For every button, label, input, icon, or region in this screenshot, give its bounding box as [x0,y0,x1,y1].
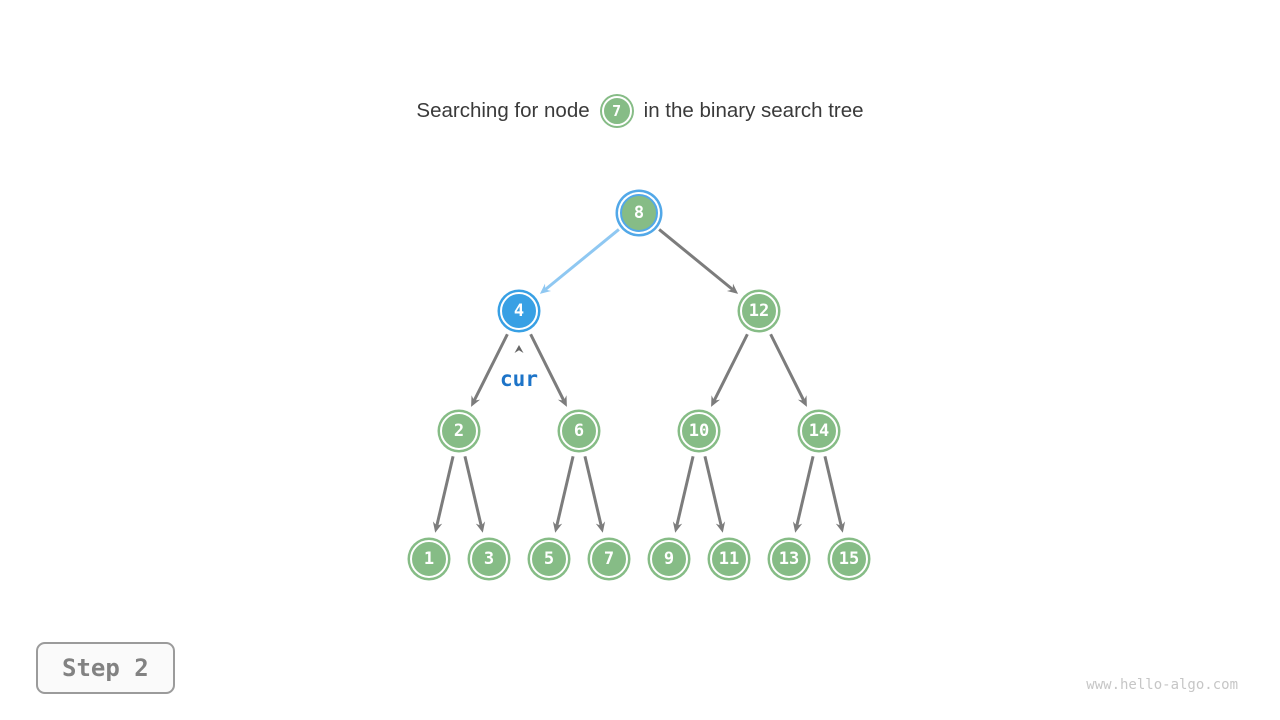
arrowhead-6-7 [595,521,606,533]
title-target-node: 7 [601,96,632,126]
tree-edge-14-13 [795,455,815,527]
tree-edge-12-10 [712,333,749,402]
diagram-title: Searching for node 7 in the binary searc… [0,88,1280,134]
arrowhead-4-6 [557,395,567,407]
arrowhead-10-9 [672,521,683,533]
arrowhead-6-5 [552,521,563,533]
tree-edge-4-2 [472,333,509,402]
tree-edge-8-4 [544,228,620,291]
tree-edge-8-12 [658,228,734,291]
arrowhead-8-4 [539,283,552,294]
step-badge: Step 2 [36,642,175,694]
arrowhead-2-1 [432,521,443,533]
watermark: www.hello-algo.com [1086,677,1238,693]
title-prefix: Searching for node [416,99,590,122]
tree-edge-2-1 [435,455,455,527]
cur-pointer-caret-icon [514,345,524,353]
arrowhead-12-14 [797,395,807,407]
arrowhead-14-13 [792,521,803,533]
cur-pointer-label: cur [500,367,538,391]
tree-edge-10-9 [675,455,695,527]
title-target-node-value: 7 [612,102,622,120]
tree-edge-10-11 [703,455,723,527]
arrowhead-14-15 [835,521,846,533]
arrowhead-2-3 [475,521,486,533]
tree-edge-14-15 [823,455,843,527]
arrowhead-4-2 [471,395,481,407]
arrowhead-12-10 [711,395,721,407]
tree-edge-4-6 [529,333,566,402]
title-suffix: in the binary search tree [643,99,864,122]
tree-edge-6-7 [583,455,603,527]
tree-edge-6-5 [555,455,575,527]
tree-edge-2-3 [463,455,483,527]
arrowhead-10-11 [715,521,726,533]
arrowhead-8-12 [726,283,739,294]
tree-edge-12-14 [769,333,806,402]
